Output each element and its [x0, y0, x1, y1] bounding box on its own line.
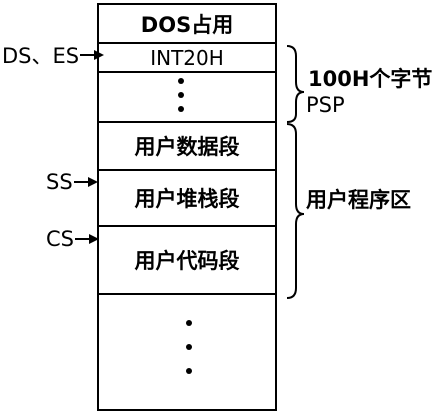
ss-pointer: SS — [46, 170, 100, 194]
cs-pointer: CS — [46, 227, 101, 251]
arrow-right-icon — [73, 177, 98, 187]
arrow-right-icon — [80, 50, 105, 60]
int20h-block: INT20H — [150, 45, 224, 70]
program-area-label: 用户程序区 — [306, 188, 411, 212]
ds-es-label: DS、ES — [2, 44, 80, 68]
program-area-brace-icon — [286, 123, 305, 299]
code-segment-block: 用户代码段 — [134, 249, 240, 273]
psp-size-label: 100H个字节 — [308, 67, 433, 91]
dos-block: DOS占用 — [140, 13, 234, 37]
ds-es-pointer: DS、ES — [2, 40, 106, 70]
arrow-right-icon — [75, 234, 99, 244]
psp-label: PSP — [306, 93, 345, 117]
cs-label: CS — [46, 227, 74, 251]
stack-segment-block: 用户堆栈段 — [134, 187, 240, 211]
ss-label: SS — [46, 170, 73, 194]
psp-brace-icon — [286, 45, 305, 123]
data-segment-block: 用户数据段 — [134, 135, 240, 159]
